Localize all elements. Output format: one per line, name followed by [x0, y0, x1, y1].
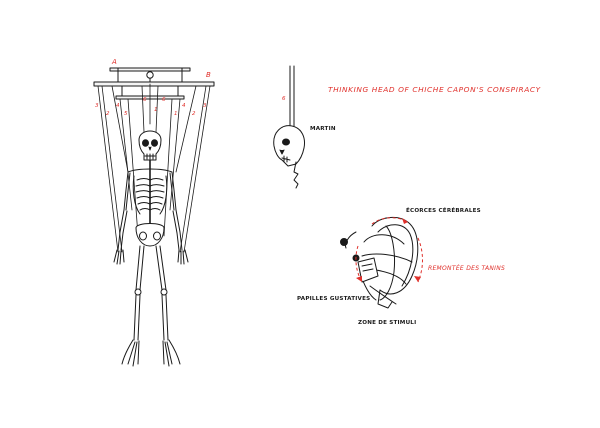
- string-number: 4: [182, 103, 186, 109]
- bar-label-b: B: [206, 71, 211, 79]
- thinking-head-machine: [340, 217, 419, 309]
- martin-skull-figure: [273, 65, 305, 189]
- skeleton-ribcage: [132, 175, 168, 215]
- skeleton-arms: [113, 171, 189, 265]
- string-number: 1: [154, 107, 158, 113]
- diagram-title: THINKING HEAD OF CHICHE CAPON'S CONSPIRA…: [328, 85, 541, 94]
- skeleton-pelvis: [135, 223, 165, 247]
- string-number: 2: [106, 111, 110, 117]
- string-number: 4: [116, 103, 120, 109]
- bar-label-a: A: [112, 58, 117, 66]
- label-martin: MARTIN: [310, 126, 336, 132]
- label-papilles-gustatives: PAPILLES GUSTATIVES: [297, 296, 371, 302]
- skeleton-legs: [121, 245, 181, 367]
- strings: [97, 83, 211, 253]
- label-zone-de-stimuli: ZONE DE STIMULI: [358, 320, 417, 326]
- string-number: 2: [192, 111, 196, 117]
- label-remontee-des-tanins: REMONTÉE DES TANINS: [428, 265, 506, 272]
- tannin-arrow-heads: [356, 218, 421, 282]
- string-number: 3: [203, 103, 207, 109]
- string-number: 3: [95, 103, 99, 109]
- string-number: 1: [174, 111, 178, 117]
- control-bar-a: [109, 67, 191, 85]
- head-string-number: 6: [282, 96, 286, 102]
- string-number: 6: [162, 97, 166, 103]
- control-bar-b: [93, 81, 215, 87]
- skeleton: [113, 130, 189, 367]
- skeleton-skull: [138, 130, 162, 161]
- string-number: 5: [124, 111, 128, 117]
- string-number: 6: [143, 97, 147, 103]
- label-ecorces-cerebrales: ÉCORCES CÉRÉBRALES: [406, 208, 481, 214]
